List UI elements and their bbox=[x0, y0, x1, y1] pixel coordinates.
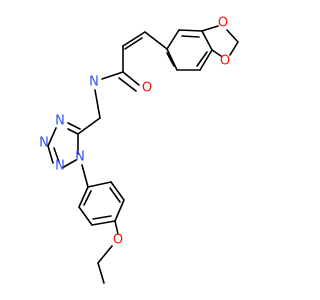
bond bbox=[77, 117, 101, 135]
bond bbox=[92, 215, 112, 220]
bond bbox=[166, 52, 175, 67]
bond bbox=[118, 77, 137, 92]
bond bbox=[124, 37, 143, 50]
bond bbox=[110, 181, 125, 201]
bond bbox=[144, 31, 168, 50]
bond bbox=[87, 181, 112, 188]
bond bbox=[61, 159, 77, 169]
molecule-structure: N O O O N N N N O bbox=[39, 16, 239, 284]
bond bbox=[97, 245, 113, 264]
bond bbox=[181, 35, 200, 38]
bond bbox=[211, 49, 222, 57]
bond bbox=[78, 186, 89, 208]
bond bbox=[47, 145, 54, 164]
bond bbox=[201, 30, 213, 51]
ether-oxygen-label: O bbox=[113, 233, 123, 248]
atom-label-layer: N O O O N N N N O bbox=[39, 16, 230, 248]
bond bbox=[166, 48, 178, 71]
bond bbox=[78, 206, 93, 226]
bond bbox=[109, 187, 121, 203]
bond bbox=[67, 128, 79, 135]
bond bbox=[101, 71, 124, 80]
bond bbox=[122, 71, 140, 86]
bond bbox=[81, 164, 89, 188]
bond bbox=[67, 122, 81, 130]
bond bbox=[114, 199, 125, 222]
bond bbox=[94, 89, 101, 119]
bond bbox=[122, 31, 146, 47]
carbonyl-oxygen-label: O bbox=[142, 81, 152, 96]
tetrazole-nitrogen-label: N bbox=[55, 159, 65, 174]
bond bbox=[166, 29, 180, 50]
dioxole-oxygen-bottom-label: O bbox=[220, 54, 230, 69]
bond bbox=[91, 220, 116, 226]
bond bbox=[199, 49, 213, 71]
bond bbox=[229, 41, 239, 56]
bond bbox=[226, 29, 239, 43]
bond-layer bbox=[47, 25, 239, 284]
bond bbox=[196, 51, 208, 67]
bond bbox=[83, 190, 92, 206]
bond bbox=[201, 25, 219, 32]
bond bbox=[114, 220, 119, 235]
dioxole-oxygen-top-label: O bbox=[218, 16, 228, 31]
tetrazole-nitrogen-label: N bbox=[39, 136, 49, 151]
bond bbox=[178, 29, 203, 32]
tetrazole-nitrogen-label: N bbox=[75, 150, 85, 165]
tetrazole-nitrogen-label: N bbox=[55, 114, 65, 129]
bond bbox=[97, 262, 105, 284]
bond bbox=[53, 147, 60, 163]
bond bbox=[47, 127, 57, 147]
amide-nitrogen-label: N bbox=[89, 75, 99, 90]
